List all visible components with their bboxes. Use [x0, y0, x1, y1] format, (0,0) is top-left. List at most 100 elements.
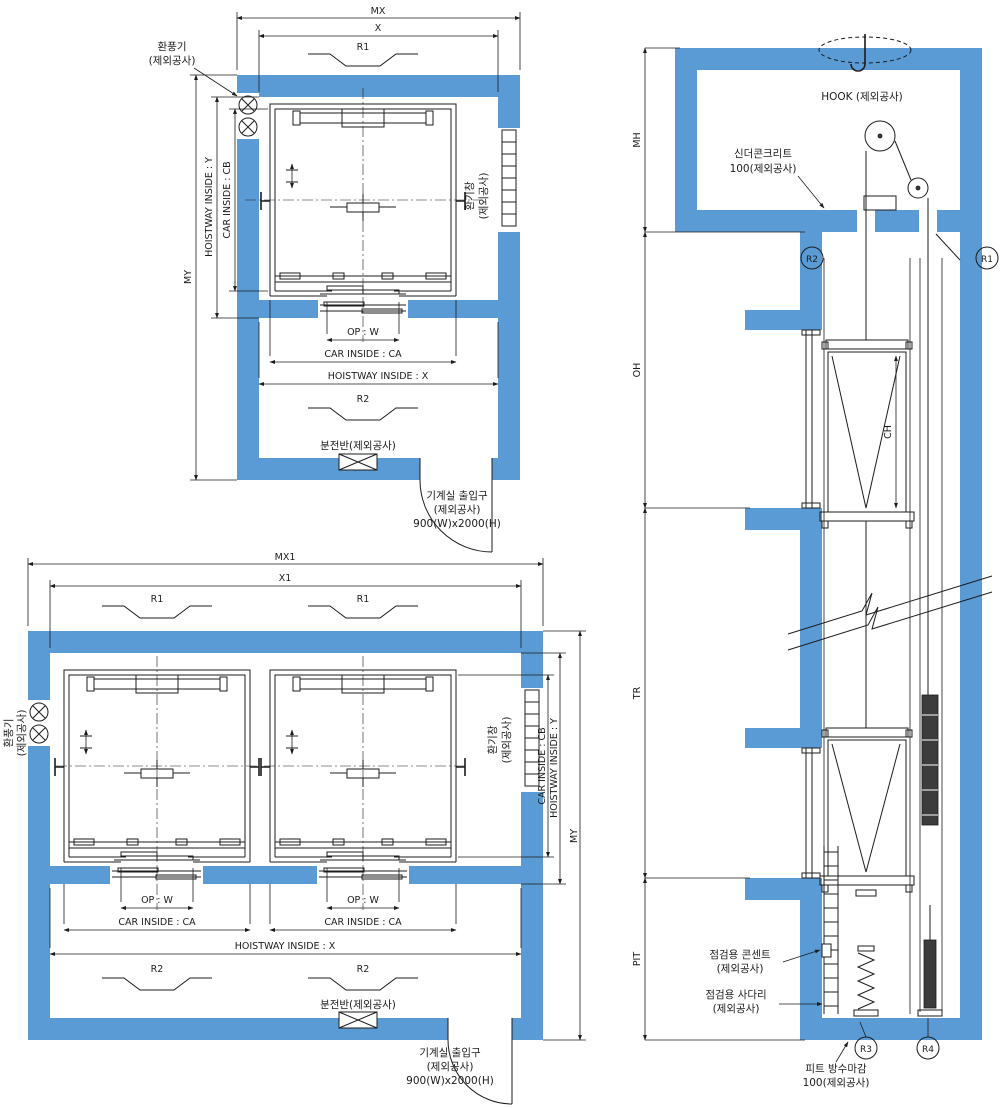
distribution-panel: 분전반(제외공사) [320, 440, 396, 471]
dim-oh-label: OH [632, 363, 643, 378]
fan-label-2: 환풍기 (제외공사) [3, 710, 28, 757]
dim-ch-label: CH [883, 425, 894, 439]
rope-slant [894, 140, 912, 181]
dim-mx: MX [236, 6, 521, 70]
car-section-bottom [819, 727, 915, 897]
outlet-label: 점검용 콘센트 (제외공사) [709, 949, 821, 975]
mr-door-label-line3: 900(W)x2000(H) [413, 518, 501, 530]
car-section-top [819, 339, 915, 529]
vent-label-line2: (제외공사) [478, 173, 490, 220]
dim-mx-label: MX [371, 6, 386, 17]
dim-hoistway-x-label: HOISTWAY INSIDE : X [328, 371, 429, 382]
dim-x-label: X [375, 23, 382, 34]
plan-double-elevator: 환풍기 (제외공사) 환기창 (제외공사) MX1 X1 R1 R1 CAR I… [3, 552, 586, 1105]
machine-room-door: 기계실 출입구 (제외공사) 900(W)x2000(H) [413, 479, 501, 553]
dim-r1-right: R1 [307, 594, 419, 619]
outlet-icon [821, 943, 832, 958]
traction-machine [863, 120, 929, 211]
dim-r1-label: R1 [357, 42, 370, 53]
dim-my-label: MY [183, 270, 194, 284]
dim-oh: OH [632, 231, 750, 509]
dim-hoistway-y-label: HOISTWAY INSIDE : Y [204, 157, 215, 257]
dim-hoistway-y: HOISTWAY INSIDE : Y [204, 96, 259, 319]
fan-label-line1: 환풍기 [158, 41, 187, 53]
dim-r1-left-label: R1 [151, 594, 164, 605]
vent-label: 환기창 (제외공사) [464, 173, 490, 220]
dim-car-ca-right-label: CAR INSIDE : CA [324, 917, 402, 928]
dim-r2-right: R2 [307, 964, 419, 991]
dim-ch: CH [883, 355, 898, 509]
dim-r2-right-label: R2 [357, 964, 370, 975]
dim-hoistway-x-2: HOISTWAY INSIDE : X [49, 888, 522, 956]
ladder-label: 점검용 사다리 (제외공사) [705, 989, 823, 1015]
dim-mx1: MX1 [27, 552, 544, 626]
dim-car-ca-right: CAR INSIDE : CA [269, 884, 457, 932]
dim-op-label: OP : W [347, 327, 379, 338]
dim-tr: TR [632, 507, 750, 879]
dim-r2-label: R2 [357, 394, 370, 405]
fan2-label-line2: (제외공사) [16, 710, 28, 757]
dim-car-ca-left: CAR INSIDE : CA [63, 884, 251, 932]
dim-mh: MH [632, 47, 805, 233]
fan-label-line2: (제외공사) [149, 55, 196, 67]
dim-op: OP : W [326, 302, 400, 342]
outlet-label-line1: 점검용 콘센트 [709, 949, 771, 961]
dim-r1: R1 [307, 42, 419, 67]
landing-door-top [801, 329, 821, 509]
pit-finish-label-line1: 피트 방수마감 [805, 1063, 867, 1075]
pit-finish-label-line2: 100(제외공사) [803, 1077, 870, 1089]
dim-x: X [258, 23, 499, 92]
concrete-label-line1: 신더콘크리트 [734, 148, 792, 160]
dim-hoistway-x-2-label: HOISTWAY INSIDE : X [235, 941, 336, 952]
r1-mark-label: R1 [981, 255, 993, 265]
dim-car-ca-label: CAR INSIDE : CA [324, 349, 402, 360]
counterweight [921, 694, 939, 826]
dim-car-cb: CAR INSIDE : CB [222, 108, 268, 292]
dim-op-right: OP : W [326, 868, 400, 910]
vent-label-2: 환기창 (제외공사) [487, 717, 513, 764]
dim-car-cb-2-label: CAR INSIDE : CB [537, 727, 548, 804]
r3-mark-label: R3 [860, 1045, 872, 1055]
plan1-walls [237, 75, 520, 480]
hook-icon [818, 34, 912, 72]
plan-single-elevator: 환풍기 (제외공사) 환기창 (제외공사) MX X R1 MY HOISTWA… [149, 6, 521, 553]
fan2-label-line1: 환풍기 [3, 719, 15, 748]
dim-mx1-label: MX1 [275, 552, 296, 563]
r3-mark: R3 [854, 1021, 878, 1060]
door-swing-arc [419, 479, 493, 553]
dim-tr-label: TR [632, 686, 643, 700]
dim-my-2: MY [543, 630, 586, 1041]
break-lines [787, 575, 993, 651]
section-walls [675, 48, 982, 1040]
mr-door-2-label-line3: 900(W)x2000(H) [406, 1075, 494, 1087]
fan-label: 환풍기 (제외공사) [149, 41, 238, 97]
dim-my: MY [183, 74, 237, 481]
landing-door-bottom [801, 747, 821, 879]
distribution-panel-2: 분전반(제외공사) [320, 999, 396, 1029]
dim-car-ca: CAR INSIDE : CA [269, 300, 457, 364]
dim-car-cb-2: CAR INSIDE : CB [458, 674, 554, 858]
dim-hoistway-y-2: HOISTWAY INSIDE : Y [521, 652, 566, 885]
main-sheave-icon [864, 120, 896, 152]
deflector-sheave-icon [907, 177, 929, 199]
r2-mark-label: R2 [806, 255, 818, 265]
dim-op-left: OP : W [120, 868, 194, 910]
plan1-landing-sill [320, 301, 406, 314]
dim-car-cb-label: CAR INSIDE : CB [222, 161, 233, 238]
dim-my-2-label: MY [569, 829, 580, 843]
dim-x1-label: X1 [279, 573, 292, 584]
dim-mh-label: MH [632, 132, 643, 147]
dim-r1-right-label: R1 [357, 594, 370, 605]
section-view: HOOK (제외공사) 신더콘크리트 100(제외공사) CH [632, 34, 999, 1089]
dim-op-right-label: OP : W [347, 895, 379, 906]
vent2-label-line1: 환기창 [487, 725, 499, 754]
dim-op-left-label: OP : W [141, 895, 173, 906]
dim-x1: X1 [49, 573, 522, 648]
dim-hoistway-x: HOISTWAY INSIDE : X [258, 322, 499, 386]
vent-label-line1: 환기창 [464, 181, 476, 210]
plan2-landing-sills [112, 867, 407, 880]
dim-pit-label: PIT [632, 952, 643, 967]
dim-r2-left: R2 [101, 964, 213, 991]
